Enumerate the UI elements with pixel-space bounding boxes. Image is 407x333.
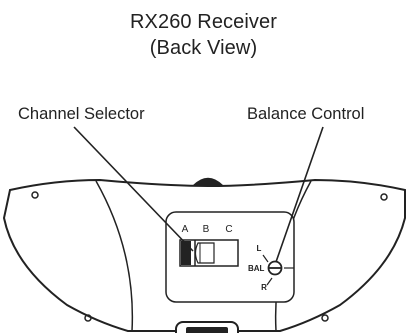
channel-label-b: B	[203, 224, 210, 235]
switch-knob	[194, 242, 215, 264]
left-panel-seam	[95, 180, 134, 332]
balance-right-mark: R	[261, 283, 267, 292]
balance-label: BAL	[248, 264, 265, 273]
channel-label-a: A	[182, 224, 189, 235]
balance-left-tick	[262, 254, 269, 263]
channel-selector-label: Channel Selector	[18, 105, 145, 123]
screw-hole-top-left	[31, 191, 39, 199]
balance-right-tick	[266, 277, 273, 286]
screw-hole-top-right	[380, 193, 388, 201]
screw-hole-bottom-right	[321, 314, 329, 322]
title-line-1: RX260 Receiver	[129, 11, 278, 33]
balance-left-mark: L	[257, 244, 262, 253]
channel-selector-leader-line	[73, 126, 194, 252]
bottom-port-slot	[186, 327, 228, 333]
channel-selector-switch[interactable]	[179, 239, 239, 267]
switch-position-a-fill	[181, 241, 191, 265]
title-line-2: (Back View)	[149, 37, 258, 59]
balance-control-dial[interactable]	[267, 260, 283, 276]
diagram-title: RX260 Receiver (Back View)	[0, 9, 407, 61]
balance-control-leader-line	[275, 126, 324, 263]
balance-control-label: Balance Control	[247, 105, 365, 123]
screw-hole-bottom-left	[84, 314, 92, 322]
channel-label-c: C	[225, 224, 232, 235]
top-knob	[191, 177, 225, 187]
